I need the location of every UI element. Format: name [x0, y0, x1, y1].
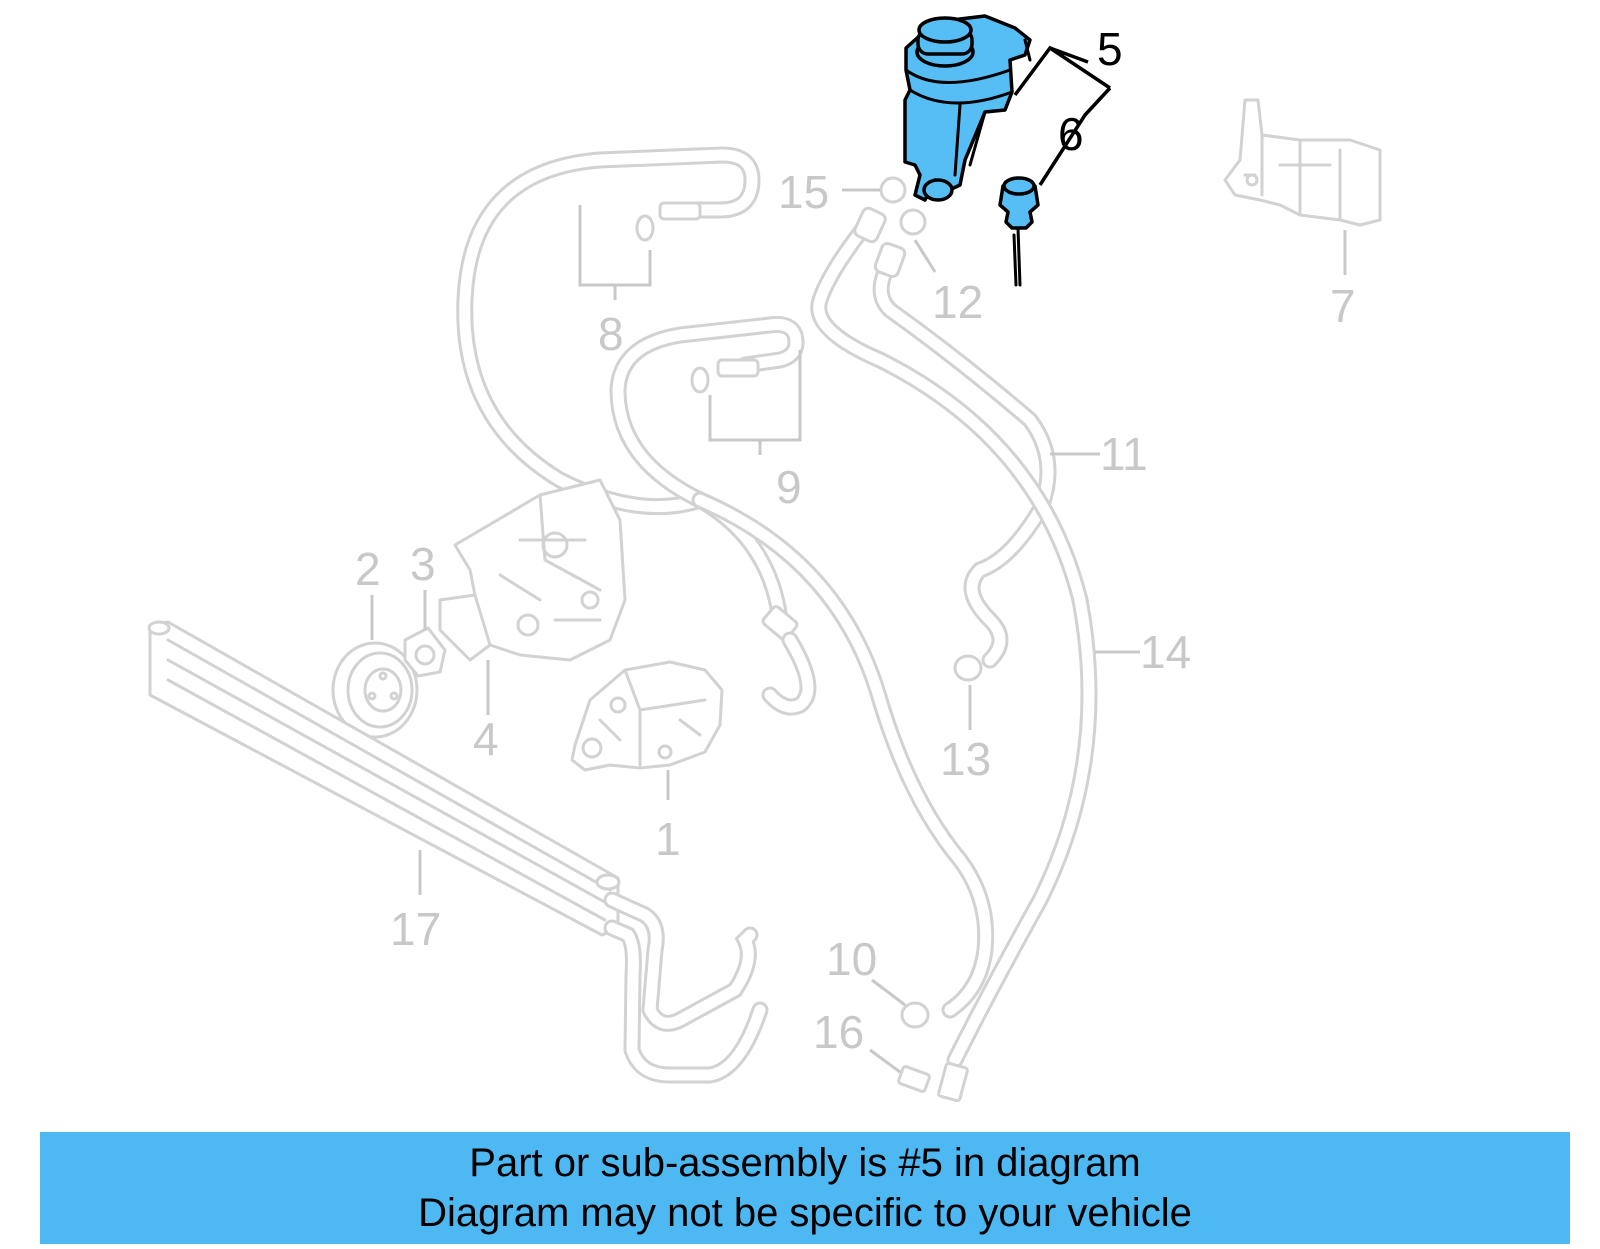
fitting-15	[853, 176, 907, 244]
fitting-10	[900, 1001, 930, 1029]
callout-4: 4	[473, 713, 499, 765]
banner-line-1: Part or sub-assembly is #5 in diagram	[469, 1141, 1141, 1185]
pump-1	[570, 660, 724, 772]
leader-5	[1013, 45, 1111, 97]
hose-11	[872, 246, 1057, 669]
callout-13: 13	[940, 733, 991, 785]
bracket-7	[1223, 98, 1382, 227]
hose-pressure-lower	[691, 491, 995, 1019]
fitting-8	[635, 201, 702, 242]
leader-6	[1038, 86, 1112, 186]
callout-5: 5	[1097, 23, 1123, 75]
hose-14	[810, 211, 1098, 1069]
callout-1: 1	[655, 813, 681, 865]
leader-9	[708, 350, 802, 455]
callout-10: 10	[826, 933, 877, 985]
cooler-17	[147, 620, 769, 1084]
callout-17: 17	[390, 903, 441, 955]
callout-15: 15	[778, 166, 829, 218]
fitting-9	[690, 358, 760, 394]
fitting-13	[953, 654, 983, 682]
leader-8	[578, 205, 652, 300]
callout-9: 9	[776, 461, 802, 513]
hose-9-line	[609, 316, 805, 629]
callout-7: 7	[1330, 280, 1356, 332]
leader-16	[869, 1048, 901, 1074]
parts-diagram: 1 2 3 4 5 6 7 8 9 10 11 12 13 14 15 16 1…	[147, 14, 1382, 1103]
cap-6	[998, 176, 1040, 287]
fitting-16	[897, 1061, 969, 1103]
callout-2: 2	[355, 543, 381, 595]
reservoir-5	[903, 14, 1032, 202]
callout-3: 3	[410, 538, 436, 590]
leader-10	[871, 978, 906, 1007]
callout-16: 16	[813, 1006, 864, 1058]
banner-line-2: Diagram may not be specific to your vehi…	[418, 1191, 1192, 1235]
callout-6: 6	[1058, 108, 1084, 160]
pulley-2	[331, 641, 419, 739]
gasket-3	[403, 626, 447, 678]
callout-12: 12	[932, 276, 983, 328]
leader-12	[913, 239, 937, 273]
fitting-12	[873, 208, 927, 279]
callout-11: 11	[1100, 428, 1148, 480]
callout-8: 8	[598, 308, 624, 360]
callout-14: 14	[1140, 626, 1191, 678]
info-banner: Part or sub-assembly is #5 in diagram Di…	[40, 1132, 1570, 1244]
mounting-bracket-4	[438, 478, 627, 662]
fitting-9-lower	[761, 605, 817, 716]
